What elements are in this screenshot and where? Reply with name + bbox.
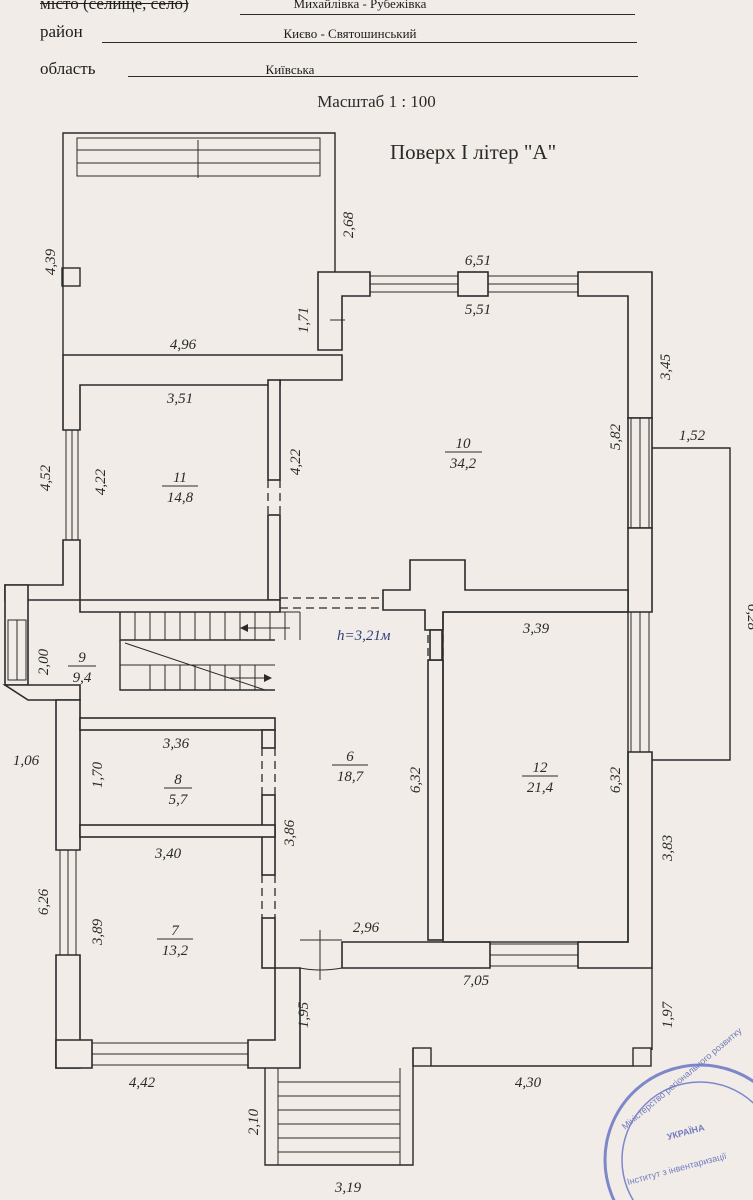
room-6-area: 18,7 (337, 769, 365, 785)
dim-label: 2,96 (353, 920, 380, 936)
room-9-number: 9 (78, 650, 86, 666)
dim-label: 1,97 (660, 1000, 676, 1028)
settlement-label: місто (селище, село) (40, 0, 189, 13)
side-porch (652, 447, 731, 761)
dim-label: 4,22 (288, 448, 304, 475)
dim-label: 4,52 (38, 464, 54, 491)
dim-label: 1,06 (13, 753, 40, 769)
floor-title: Поверх І літер "А" (390, 140, 557, 164)
district-value: Києво - Святошинський (283, 26, 417, 41)
dim-label: 3,19 (334, 1180, 362, 1196)
room-12-number: 12 (533, 760, 549, 776)
scale-label: Масштаб 1 : 100 (317, 92, 436, 111)
dim-label: 6,32 (608, 766, 624, 793)
dim-label: 6,26 (36, 888, 52, 915)
staircase (119, 611, 301, 691)
settlement-value: Михайлівка - Рубежівка (293, 0, 427, 11)
top-terrace (61, 132, 336, 355)
dim-label: 1,71 (296, 307, 312, 333)
dim-label: 4,30 (515, 1075, 542, 1091)
room-11-number: 11 (173, 470, 187, 486)
room-7-number: 7 (171, 923, 180, 939)
region-label: область (40, 59, 96, 78)
dim-label: 6,28 (744, 604, 753, 631)
dim-label: 3,89 (90, 918, 106, 946)
room-10-area: 34,2 (449, 456, 477, 472)
dim-label: 2,68 (341, 211, 357, 238)
dim-label: 7,05 (463, 973, 490, 989)
region-underline (128, 76, 638, 77)
dim-label: 4,22 (93, 468, 109, 495)
dim-label: 1,52 (679, 428, 706, 444)
room-7-area: 13,2 (162, 943, 189, 959)
official-stamp: Міністерство регіонального розвитку УКРА… (603, 1025, 753, 1200)
region-value: Київська (265, 62, 315, 77)
dim-label: 4,42 (129, 1075, 156, 1091)
dim-label: 6,32 (408, 766, 424, 793)
dim-label: 3,40 (154, 846, 182, 862)
dim-label: 1,70 (90, 761, 106, 788)
outer-walls (2, 271, 653, 1069)
room-11-area: 14,8 (167, 490, 194, 506)
height-note: h=3,21м (337, 628, 391, 644)
dim-label: 3,86 (282, 819, 298, 847)
district-underline (102, 42, 637, 43)
room-8-area: 5,7 (169, 792, 189, 808)
dim-label: 3,36 (162, 736, 190, 752)
room-12-outline (442, 611, 629, 943)
dim-label: 5,82 (608, 423, 624, 450)
door-openings (261, 319, 444, 980)
stamp-top-text: Міністерство регіонального розвитку (620, 1025, 744, 1131)
settlement-underline (240, 14, 635, 15)
dim-label: 4,96 (170, 337, 197, 353)
interior-walls (79, 379, 629, 969)
room-9-area: 9,4 (73, 670, 92, 686)
room-8-number: 8 (174, 772, 182, 788)
room-6-number: 6 (346, 749, 354, 765)
dim-label: 2,00 (36, 648, 52, 675)
dim-label: 3,45 (658, 353, 674, 381)
dim-label: 3,83 (660, 835, 676, 862)
dim-label: 2,10 (246, 1108, 262, 1135)
dim-label: 3,39 (522, 621, 550, 637)
dim-label: 4,39 (43, 248, 59, 275)
room-12-area: 21,4 (527, 780, 554, 796)
dim-label: 1,95 (296, 1001, 312, 1028)
front-steps (264, 1066, 414, 1166)
dimension-labels: 2,68 4,39 6,51 5,51 1,71 4,96 3,45 3,51 … (13, 211, 753, 1196)
room-10-number: 10 (456, 436, 472, 452)
dim-label: 5,51 (465, 302, 491, 318)
district-label: район (40, 22, 83, 41)
dim-label: 6,51 (465, 253, 491, 269)
room-labels: 10 34,2 11 14,8 9 9,4 8 5,7 6 18,7 12 21… (68, 436, 558, 959)
stamp-bottom-text: Інститут з інвентаризації (626, 1151, 728, 1187)
dim-label: 3,51 (166, 391, 193, 407)
stamp-country: УКРАЇНА (666, 1122, 706, 1142)
